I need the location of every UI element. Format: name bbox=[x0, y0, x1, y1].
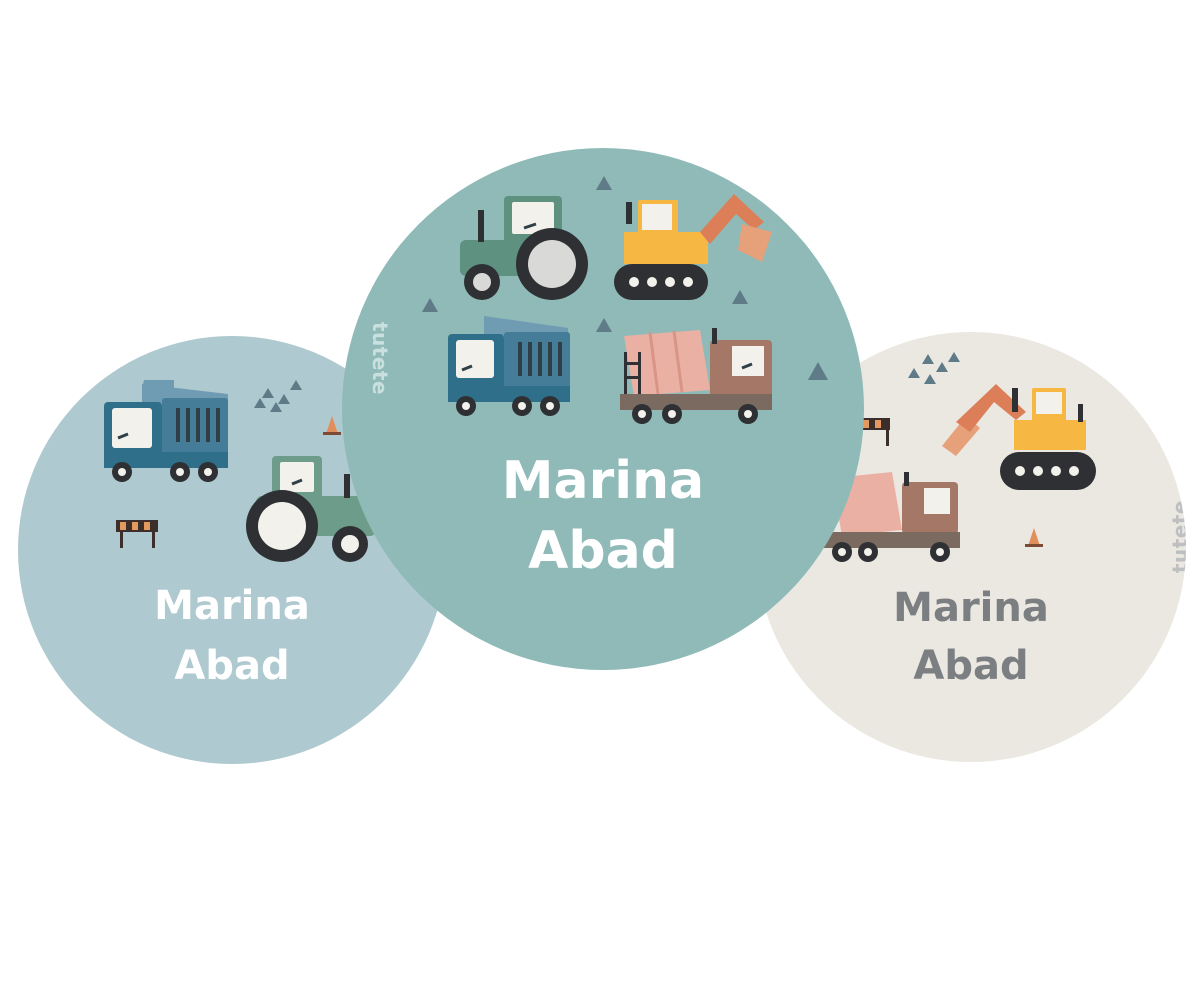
tractor-icon bbox=[246, 456, 376, 562]
sticker-left-first-name: Marina bbox=[154, 583, 310, 629]
triangle-decoration-icon bbox=[422, 176, 828, 380]
road-barrier-icon bbox=[116, 520, 158, 548]
sticker-center-first-name: Marina bbox=[501, 451, 705, 511]
dump-truck-icon bbox=[104, 380, 228, 482]
sticker-left-last-name: Abad bbox=[174, 643, 290, 689]
excavator-icon bbox=[614, 194, 772, 300]
cement-mixer-icon bbox=[620, 328, 772, 424]
dump-truck-icon bbox=[448, 316, 570, 416]
sticker-right-illustration bbox=[822, 352, 1096, 562]
triangle-cluster-icon bbox=[908, 352, 960, 384]
sticker-left-illustration bbox=[104, 380, 376, 562]
brand-logo-center: tutete bbox=[368, 322, 392, 396]
cement-mixer-icon bbox=[822, 472, 960, 562]
excavator-icon bbox=[942, 384, 1096, 490]
sticker-right-last-name: Abad bbox=[913, 643, 1029, 689]
triangle-cluster-icon bbox=[254, 380, 302, 412]
name-sticker-center: tutete Marina Abad bbox=[342, 148, 864, 670]
tractor-icon bbox=[460, 196, 588, 300]
traffic-cone-icon bbox=[1025, 528, 1043, 547]
road-barrier-icon bbox=[860, 418, 890, 446]
brand-logo-right: tutete bbox=[1168, 500, 1186, 574]
sticker-center-last-name: Abad bbox=[528, 521, 678, 581]
traffic-cone-icon bbox=[323, 416, 341, 435]
sticker-right-first-name: Marina bbox=[893, 585, 1049, 631]
sticker-center-illustration bbox=[422, 176, 828, 424]
